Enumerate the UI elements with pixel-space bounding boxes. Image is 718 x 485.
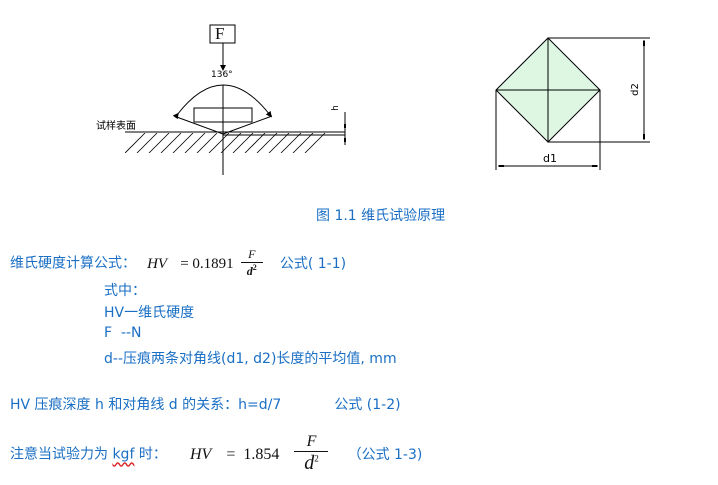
formula-3-lhs: HV [189, 445, 212, 463]
d2-label: d2 [629, 83, 641, 96]
where-item: F --N [104, 325, 142, 341]
formula-1-ref: 公式( 1-1) [279, 255, 347, 272]
where-item: HV一维氏硬度 [104, 305, 195, 321]
vickers-indenter-diagram [125, 24, 650, 175]
formula-3-coef: = 1.854 [226, 445, 280, 463]
formula-1-coef: = 0.1891 [180, 255, 234, 272]
formula-1-label: 维氏硬度计算公式： [10, 255, 136, 272]
surface-label: 试样表面 [96, 121, 136, 132]
formula-1-fraction: F d2 [240, 247, 263, 279]
d1-label: d1 [543, 152, 557, 165]
where-title: 式中： [104, 283, 146, 299]
relation-row: HV 压痕深度 h 和对角线 d 的关系：h=d/7 公式 (1-2) [10, 394, 401, 414]
formula-1-lhs: HV [147, 255, 168, 272]
angle-label: 136° [211, 70, 233, 80]
force-label: F [215, 24, 225, 43]
formula-1-row: 维氏硬度计算公式： HV = 0.1891 F d2 公式( 1-1) [10, 247, 346, 279]
figure-caption: 图 1.1 维氏试验原理 [316, 208, 446, 224]
relation-ref: 公式 (1-2) [334, 397, 401, 413]
depth-label: h [330, 105, 341, 111]
formula-3-fraction: F d2 [294, 433, 329, 475]
where-item: d--压痕两条对角线(d1, d2)长度的平均值, mm [104, 351, 397, 367]
formula-3-row: 注意当试验力为 kgf 时： HV = 1.854 F d2 （公式 1-3) [10, 433, 423, 475]
unit-kgf: kgf [112, 446, 135, 463]
relation-text: HV 压痕深度 h 和对角线 d 的关系：h=d/7 [10, 397, 282, 413]
formula-3-ref: （公式 1-3) [347, 446, 423, 463]
